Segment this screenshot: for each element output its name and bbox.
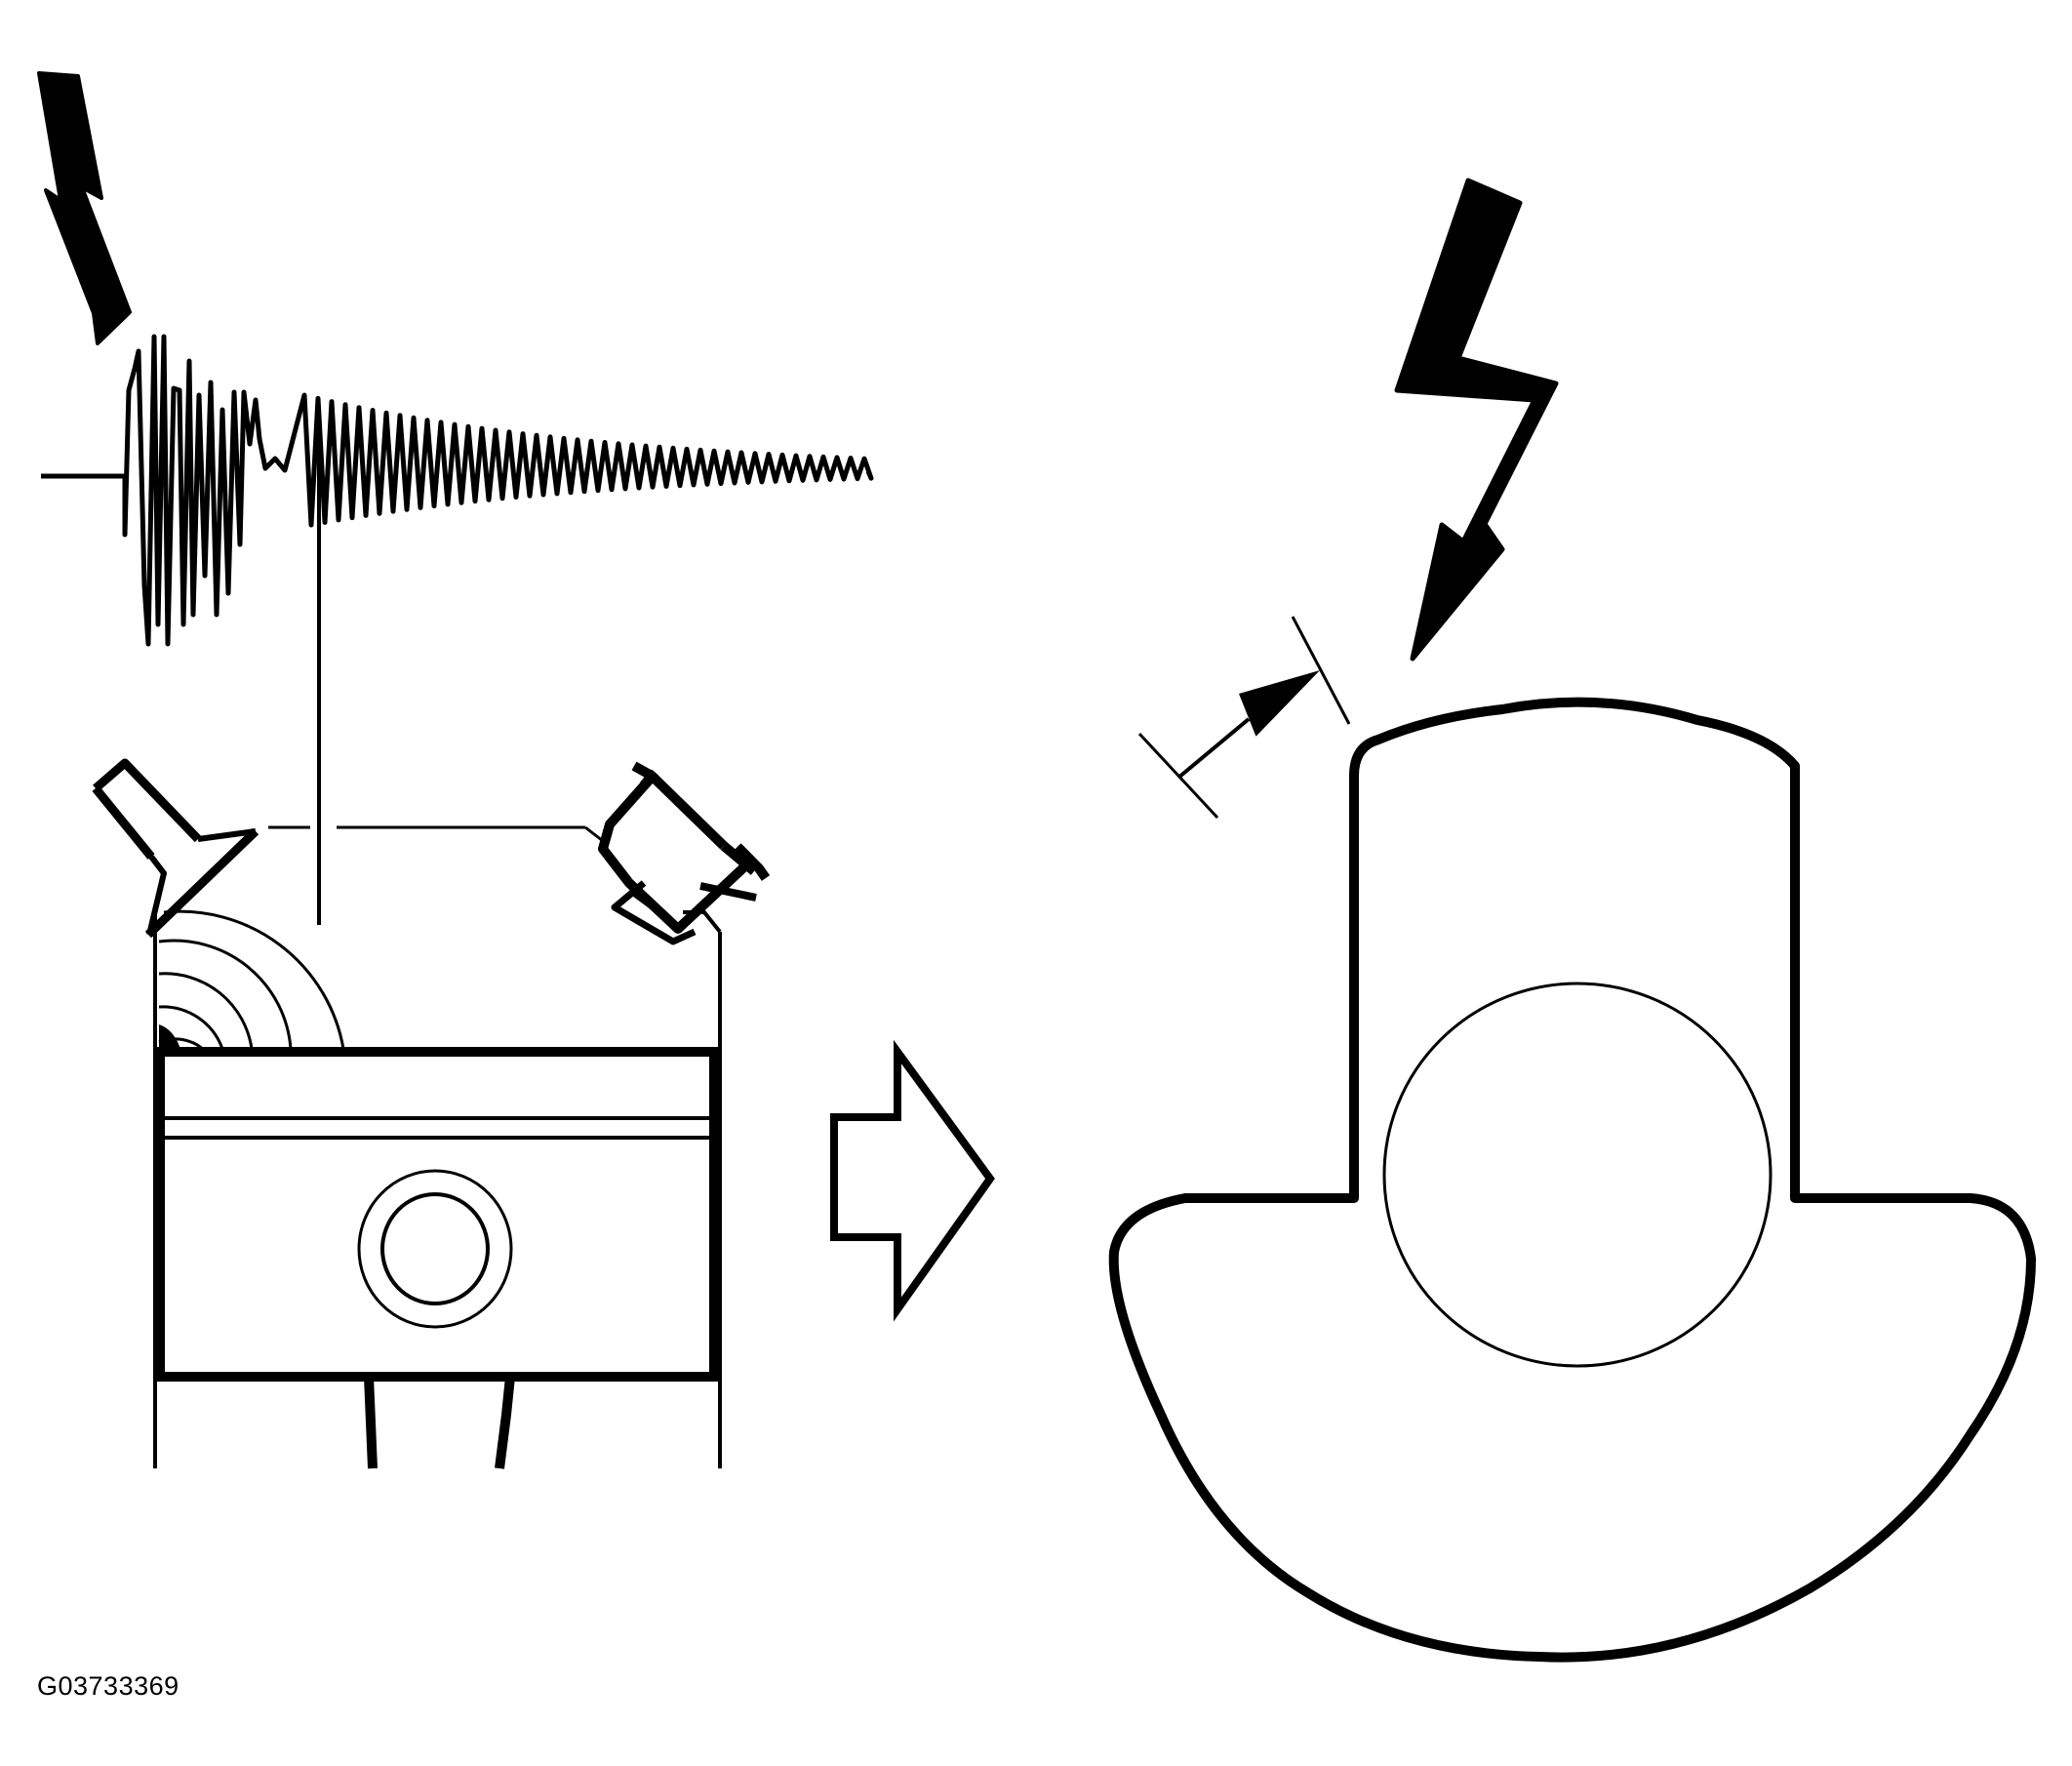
small-lightning-bolt-icon [37,71,132,345]
knock-waveform [41,334,874,647]
valve [92,758,259,939]
arrow-right-icon [830,1039,995,1322]
sensor-bore [1382,982,1773,1368]
knock-sensor-body [1108,697,2036,1663]
figure-id-label: G03733369 [37,1671,179,1701]
knock-origin [159,1024,180,1049]
gap-dimension-indicator [1137,616,1351,820]
piston [155,1047,719,1382]
spark-plug [598,761,771,945]
large-lightning-bolt-icon [1394,178,1559,662]
connecting-rod [364,1376,515,1469]
pressure-wave-arcs [158,909,345,1051]
